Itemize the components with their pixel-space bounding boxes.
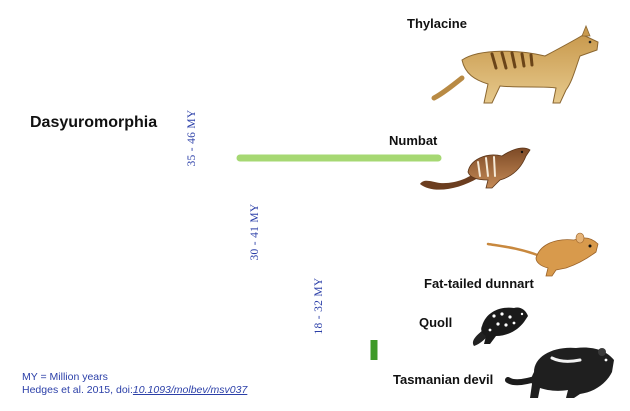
- divergence-label-dunnart-split: 18 - 32 MY: [313, 277, 325, 334]
- tasmanian-devil-illustration: [505, 347, 614, 398]
- footnote-legend: MY = Million years: [22, 371, 108, 383]
- divergence-label-quoll-devil: 5 - 13 MY: [380, 348, 420, 358]
- footnote-citation: Hedges et al. 2015, doi:10.1093/molbev/m…: [22, 384, 247, 396]
- quoll-illustration: [472, 307, 528, 346]
- root-label: Dasyuromorphia: [30, 114, 157, 131]
- numbat-illustration: [420, 147, 531, 190]
- divergence-label-root: 35 - 46 MY: [186, 109, 198, 166]
- thylacine-illustration: [431, 24, 599, 104]
- fat-tailed-dunnart-illustration: [486, 232, 599, 277]
- citation-text: Hedges et al. 2015, doi:: [22, 384, 133, 396]
- taxon-label-fat-tailed-dunnart: Fat-tailed dunnart: [424, 276, 534, 291]
- taxon-label-tasmanian-devil: Tasmanian devil: [393, 372, 493, 387]
- taxon-label-thylacine: Thylacine: [407, 16, 467, 31]
- doi-link[interactable]: 10.1093/molbev/msv037: [132, 384, 248, 396]
- divergence-label-numbat-split: 30 - 41 MY: [249, 203, 261, 260]
- taxon-label-numbat: Numbat: [389, 133, 438, 148]
- taxon-label-quoll: Quoll: [419, 315, 452, 330]
